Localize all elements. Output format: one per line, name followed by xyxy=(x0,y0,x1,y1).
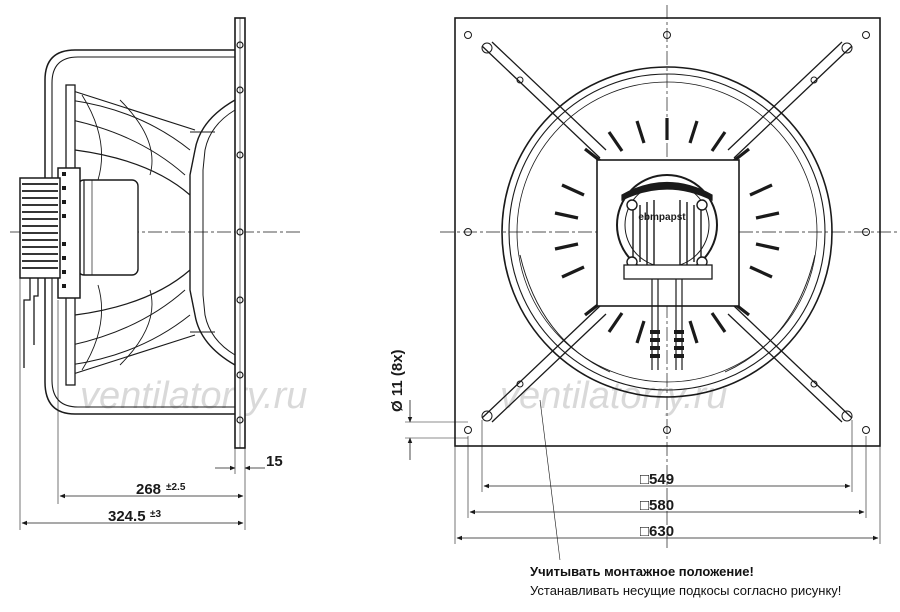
dim-plate-outer: □630 xyxy=(640,523,674,540)
dim-flange-thickness: 15 xyxy=(266,453,283,470)
motor-brand-label: ebmpapst xyxy=(638,212,686,223)
mounting-instruction: Устанавливать несущие подкосы согласно р… xyxy=(530,583,842,598)
mounting-plate-front xyxy=(454,17,881,447)
watermark-left: ventilatorry.ru xyxy=(80,375,307,417)
mounting-warning: Учитывать монтажное положение! xyxy=(530,564,754,579)
hole-label: Ø 11 (8x) xyxy=(389,349,406,412)
dim-hole-spacing: □549 xyxy=(640,471,674,488)
electronics-housing-side xyxy=(19,177,61,279)
dim-depth: 268 xyxy=(136,481,161,498)
side-view xyxy=(10,17,300,530)
dim-total-depth-tolerance: ±3 xyxy=(150,509,161,520)
dim-total-depth: 324.5 xyxy=(108,508,146,525)
dim-plate-inner: □580 xyxy=(640,497,674,514)
dim-depth-tolerance: ±2.5 xyxy=(166,482,186,493)
motor-body-side xyxy=(77,179,139,276)
mounting-holes xyxy=(464,31,870,434)
front-view xyxy=(405,5,900,561)
